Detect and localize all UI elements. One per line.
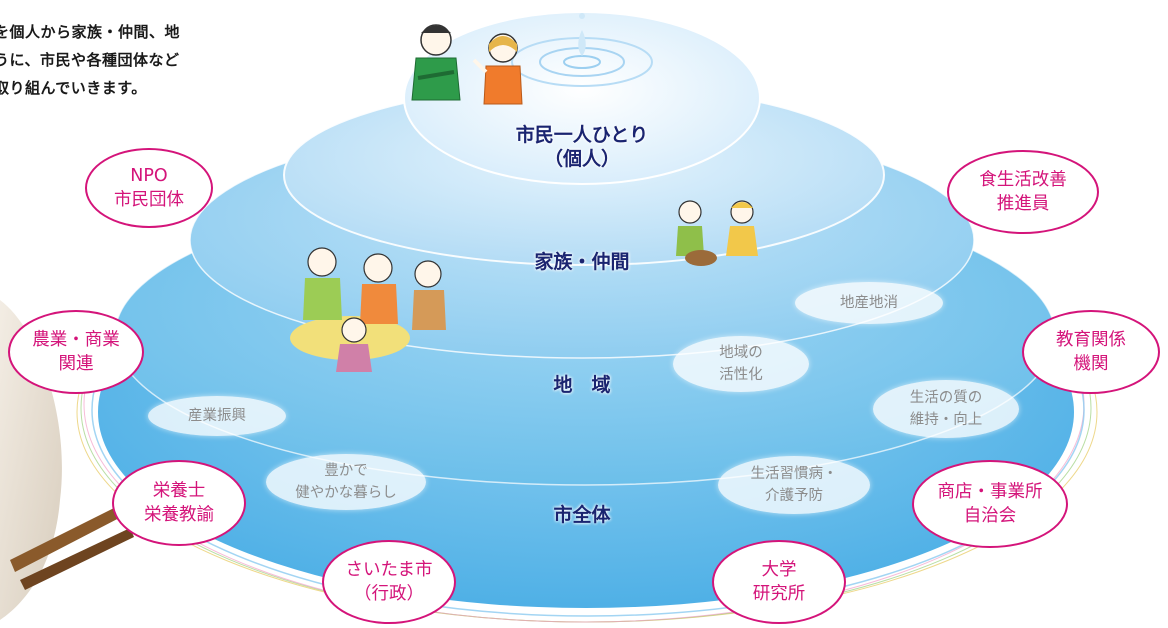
org-npo: NPO 市民団体 (85, 148, 213, 228)
tier-label-individual: 市民一人ひとり （個人） (515, 124, 649, 170)
woman-pointing-icon (472, 33, 523, 105)
bubble-local-production: 地産地消 (795, 282, 943, 324)
seniors-at-table-icon (290, 247, 446, 372)
water-ripple-icon (511, 13, 653, 87)
intro-text: を個人から家族・仲間、地 うに、市民や各種団体など 取り組んでいきます。 (0, 23, 181, 97)
bubble-quality-of-life: 生活の質の 維持・向上 (873, 380, 1019, 438)
tier-label-region: 地 域 (553, 374, 611, 396)
bubble-regional-vitality: 地域の 活性化 (673, 336, 809, 392)
tier-label-family: 家族・仲間 (534, 251, 630, 273)
bubble-healthy-living: 豊かで 健やかな暮らし (266, 454, 426, 510)
bubble-industry-promotion: 産業振興 (148, 396, 286, 436)
man-arms-crossed-icon (411, 24, 461, 101)
family-cooking-icon (676, 200, 758, 266)
org-nutritionist: 栄養士 栄養教諭 (112, 460, 246, 546)
bubble-lifestyle-disease: 生活習慣病・ 介護予防 (718, 456, 870, 514)
org-agriculture-commerce: 農業・商業 関連 (8, 310, 144, 394)
org-shops-businesses: 商店・事業所 自治会 (912, 460, 1068, 548)
tier-label-city: 市全体 (553, 504, 611, 526)
org-education: 教育関係 機関 (1022, 310, 1160, 394)
org-diet-improvement: 食生活改善 推進員 (947, 150, 1099, 234)
org-city-government: さいたま市 （行政） (322, 540, 456, 624)
chopsticks-decoration (20, 528, 134, 590)
org-university: 大学 研究所 (712, 540, 846, 624)
chopsticks-decoration (10, 505, 125, 572)
